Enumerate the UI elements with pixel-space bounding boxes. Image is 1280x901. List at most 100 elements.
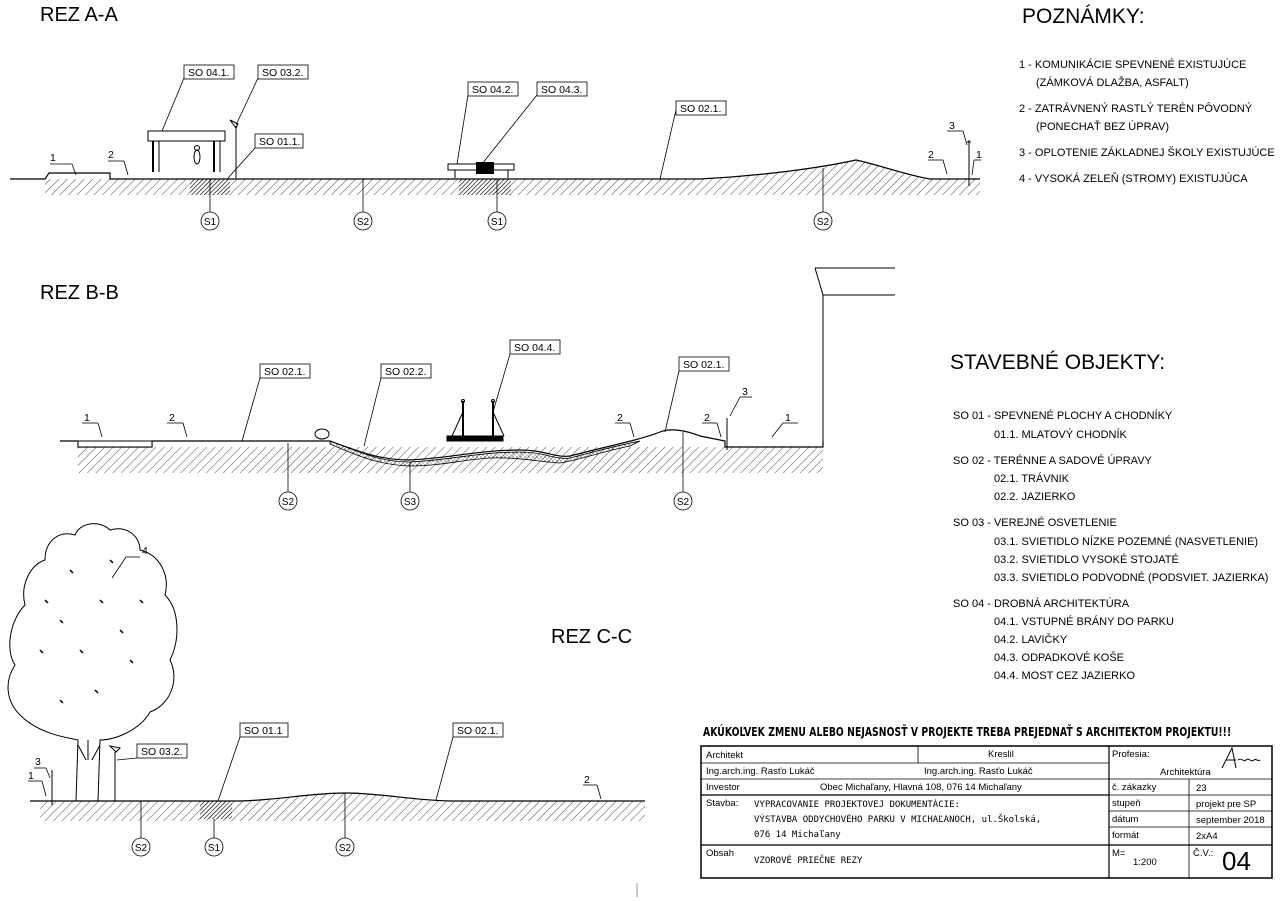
path-s1	[200, 801, 232, 819]
num-bb-3: 2	[617, 412, 623, 424]
tb-architekt-label: Architekt	[706, 750, 743, 761]
aa-markers	[200, 211, 833, 231]
label-so-03-2: SO 03.2.	[262, 67, 303, 79]
tb-stupen-label: stupeň	[1112, 798, 1141, 809]
num-bb-2: 2	[169, 412, 175, 424]
section-c-c: SO 01.1 SO 03.2. SO 02.1. 3 1 2 4 S2 S1 …	[7, 523, 645, 857]
bb-leaders	[82, 353, 798, 492]
so-04-head: SO 04 - DROBNÁ ARCHITEKTÚRA	[953, 598, 1130, 610]
label-so-04-2: SO 04.2.	[472, 84, 513, 96]
tb-profesia-label: Profesia:	[1112, 749, 1150, 760]
pavement	[77, 440, 153, 448]
objects-title: STAVEBNÉ OBJEKTY:	[950, 351, 1166, 374]
note-2: 2 - ZATRÁVNENÝ RASTLÝ TERÉN PÔVODNÝ (PON…	[1019, 102, 1252, 134]
tb-investor-value: Obec Michaľany, Hlavná 108, 076 14 Micha…	[820, 782, 1022, 793]
label-so-02-1: SO 02.1.	[264, 366, 305, 378]
num-bb-4: 2	[704, 412, 710, 424]
tb-zakazka-value: 23	[1196, 783, 1207, 794]
tb-kreslil-value: Ing.arch.ing. Rasťo Lukáč	[924, 766, 1033, 777]
pond-gravel	[329, 440, 641, 467]
so-01-head: SO 01 - SPEVNENÉ PLOCHY A CHODNÍKY	[953, 410, 1173, 422]
entrance-gate	[147, 130, 226, 172]
so-03-1: 03.1. SVIETIDLO NÍZKE POZEMNÉ (NASVETLEN…	[994, 536, 1259, 548]
marker-bb-s2b: S2	[677, 497, 690, 508]
so-03-2: 03.2. SVIETIDLO VYSOKÉ STOJATÉ	[994, 554, 1179, 566]
so-01-1: 01.1. MLATOVÝ CHODNÍK	[994, 429, 1127, 441]
tb-format-label: formát	[1112, 830, 1139, 841]
note-1-line1: 1 - KOMUNIKÁCIE SPEVNENÉ EXISTUJÚCE	[1019, 59, 1247, 71]
cc-label-boxes	[136, 722, 504, 759]
tb-stavba-line2: VÝSTAVBA ODDYCHOVÉHO PARKU V MICHAĽANOCH…	[754, 815, 1042, 825]
label-so-03-2: SO 03.2.	[141, 746, 182, 758]
titleblock-grid	[700, 745, 1273, 879]
note-2-line1: 2 - ZATRÁVNENÝ RASTLÝ TERÉN PÔVODNÝ	[1019, 103, 1253, 115]
section-b-b: SO 02.1. SO 02.2. SO 04.4. SO 02.1. 1 2 …	[60, 267, 895, 511]
bench	[447, 162, 515, 178]
so-04-3: 04.3. ODPADKOVÉ KOŠE	[994, 652, 1125, 664]
note-2-line2: (PONECHAŤ BEZ ÚPRAV)	[1036, 121, 1170, 133]
tb-mierka-label: M=	[1112, 848, 1126, 859]
num-bb-1: 1	[84, 412, 90, 424]
marker-cc-s1: S1	[208, 843, 221, 854]
label-so-04-1: SO 04.1.	[188, 67, 229, 79]
title-rez-a-a: REZ A-A	[40, 4, 118, 26]
tb-architekt-value: Ing.arch.ing. Rasťo Lukáč	[706, 766, 815, 777]
so-02-1: 02.1. TRÁVNIK	[994, 473, 1069, 485]
section-a-a: SO 04.1. SO 03.2. SO 01.1. SO 04.2. SO 0…	[10, 64, 982, 231]
num-cc-4: 4	[142, 545, 148, 557]
marker-aa-s1: S1	[204, 217, 217, 228]
so-04-1: 04.1. VSTUPNÉ BRÁNY DO PARKU	[994, 616, 1174, 628]
num-aa-3: 3	[949, 120, 955, 132]
label-so-02-1b: SO 02.1.	[683, 359, 724, 371]
label-so-02-2: SO 02.2.	[385, 366, 426, 378]
cc-leaders	[28, 556, 602, 838]
tb-format-value: 2xA4	[1196, 831, 1218, 842]
tb-cv-label: Č.V.:	[1193, 848, 1214, 859]
ground-line	[10, 159, 980, 180]
building-outline	[814, 267, 895, 441]
tb-stupen-value: projekt pre SP	[1196, 799, 1257, 810]
note-4: 4 - VYSOKÁ ZELEŇ (STROMY) EXISTUJÚCA	[1019, 173, 1248, 185]
tb-obsah-value: VZOROVÉ PRIEČNE REZY	[754, 856, 863, 866]
num-aa-5: 1	[976, 149, 982, 161]
bb-label-boxes	[259, 339, 730, 379]
marker-aa-s2: S2	[357, 217, 370, 228]
title-rez-c-c: REZ C-C	[551, 626, 633, 648]
tb-datum-label: dátum	[1112, 814, 1139, 825]
marker-cc-s2b: S2	[339, 843, 352, 854]
tb-zakazka-label: č. zákazky	[1112, 782, 1157, 793]
standing-lamp	[108, 745, 122, 801]
standing-lamp	[229, 119, 239, 178]
label-so-01-1: SO 01.1	[244, 725, 283, 737]
num-aa-4: 2	[928, 149, 934, 161]
architect-stamp	[1221, 746, 1261, 769]
tree	[7, 523, 178, 802]
bb-markers	[278, 491, 693, 511]
ground-line	[60, 429, 824, 461]
num-cc-1: 1	[28, 770, 34, 782]
note-1-line2: (ZÁMKOVÁ DLAŽBA, ASFALT)	[1036, 77, 1189, 89]
so-03-head: SO 03 - VEREJNÉ OSVETLENIE	[953, 517, 1117, 529]
tb-mierka-value: 1:200	[1133, 857, 1157, 868]
tb-obsah-label: Obsah	[706, 848, 734, 859]
tb-kreslil-label: Kreslil	[988, 749, 1014, 760]
aa-label-boxes	[183, 64, 727, 149]
tb-cv-value: 04	[1222, 846, 1251, 876]
architect-warning: AKÚKOĽVEK ZMENU ALEBO NEJASNOSŤ V PROJEK…	[703, 724, 1232, 739]
label-so-04-3: SO 04.3.	[541, 84, 582, 96]
so-02-head: SO 02 - TERÉNNE A SADOVÉ ÚPRAVY	[953, 455, 1152, 467]
note-1: 1 - KOMUNIKÁCIE SPEVNENÉ EXISTUJÚCE (ZÁM…	[1019, 58, 1246, 90]
soil-hatch	[45, 179, 980, 195]
title-rez-b-b: REZ B-B	[40, 282, 119, 304]
so-04-2: 04.2. LAVIČKY	[994, 634, 1068, 646]
label-so-04-4: SO 04.4.	[514, 342, 555, 354]
label-so-02-1: SO 02.1.	[457, 725, 498, 737]
num-bb-5: 3	[742, 386, 748, 398]
marker-aa-s2b: S2	[817, 217, 830, 228]
num-aa-1: 1	[50, 152, 56, 164]
bridge	[446, 399, 505, 442]
so-02-2: 02.2. JAZIERKO	[994, 491, 1076, 503]
marker-cc-s2: S2	[135, 843, 148, 854]
note-3: 3 - OPLOTENIE ZÁKLADNEJ ŠKOLY EXISTUJÚCE	[1019, 147, 1275, 159]
